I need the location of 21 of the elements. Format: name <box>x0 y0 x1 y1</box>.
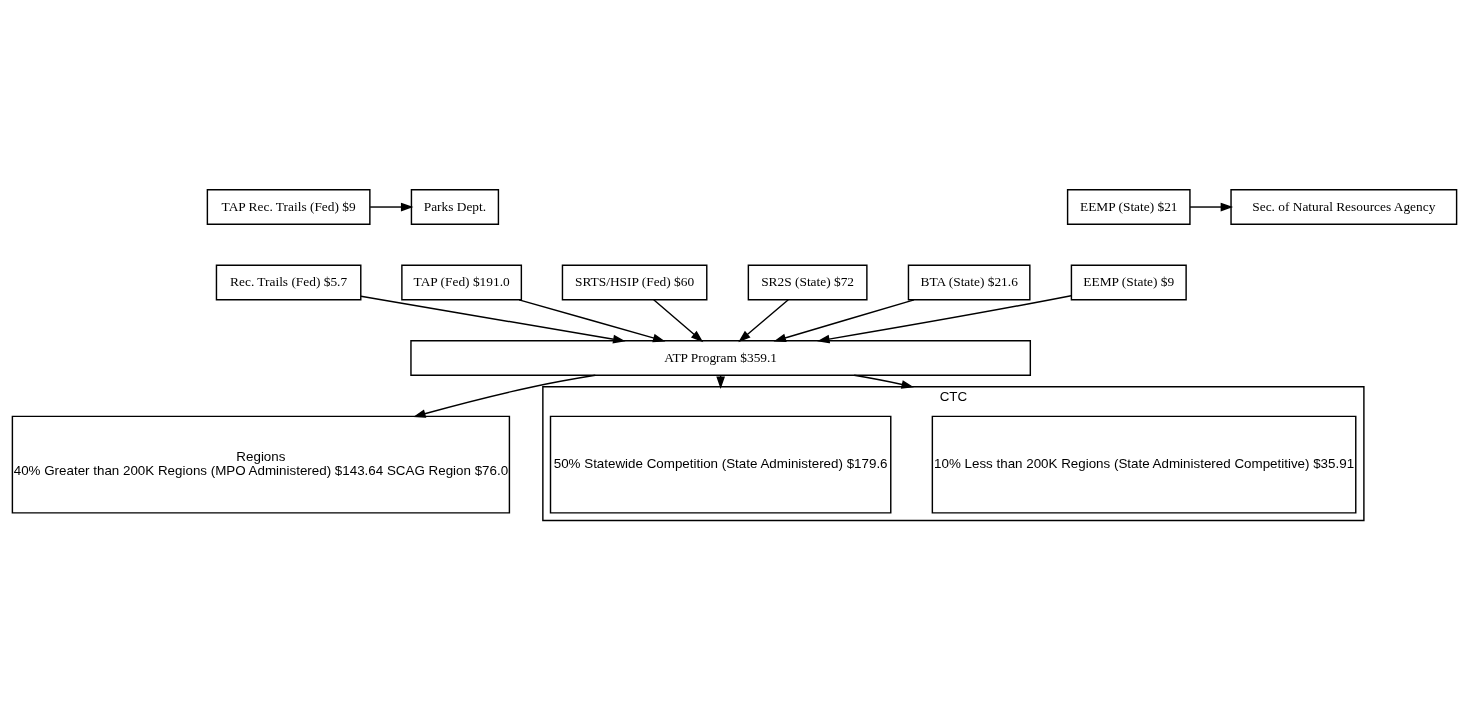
node-box: 10% Less than 200K Regions (State Administered Competitive) $35.91 <box>931 415 1357 514</box>
node-box: Rec. Trails (Fed) $5.7 <box>215 264 362 301</box>
node-box: SRTS/HSIP (Fed) $60 <box>561 264 708 301</box>
node-box: BTA (State) $21.6 <box>907 264 1031 301</box>
node-box: Regions 40% Greater than 200K Regions (MPO Administered) $143.64 SCAG Region $76.0 <box>11 415 511 514</box>
node-box: EEMP (State) $21 <box>1066 189 1191 225</box>
arrow <box>653 299 704 343</box>
node-box: Sec. of Natural Resources Agency <box>1230 189 1458 225</box>
node-box: SR2S (State) $72 <box>747 264 868 301</box>
arrow <box>369 202 414 212</box>
node-box: Parks Dept. <box>410 189 500 225</box>
arrow <box>360 295 626 344</box>
arrow <box>1189 202 1234 212</box>
node-box: TAP (Fed) $191.0 <box>401 264 523 301</box>
arrow <box>518 299 666 343</box>
arrow <box>738 299 790 343</box>
arrow <box>817 294 1072 344</box>
arrow <box>773 299 915 343</box>
node-box: TAP Rec. Trails (Fed) $9 <box>206 189 371 225</box>
node-box: EEMP (State) $9 <box>1070 264 1187 301</box>
node-box: 50% Statewide Competition (State Administered) $179.6 <box>549 415 892 514</box>
